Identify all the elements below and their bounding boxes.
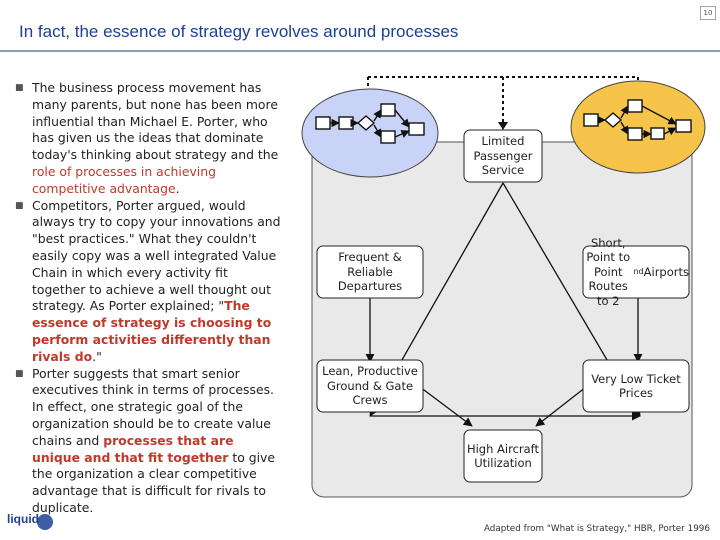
bullet-text: The business process movement has many p… xyxy=(32,80,279,163)
bullet-highlight: role of processes in achieving competiti… xyxy=(32,163,216,196)
node-short-routes: Short, Point to Point Routes to 2nd Airp… xyxy=(586,236,689,308)
bullet-highlight: The essence of strategy is choosing to p… xyxy=(32,298,272,364)
node-frequent-departures: Frequent & Reliable Departures xyxy=(337,250,403,294)
bullet-text: Porter suggests that smart senior execut… xyxy=(32,365,274,448)
left-process-oval xyxy=(301,88,439,178)
source-credit: Adapted from "What is Strategy," HBR, Po… xyxy=(483,524,710,534)
bullet-text: ." xyxy=(92,348,102,364)
title-divider xyxy=(0,50,720,52)
left-process-flow-icon xyxy=(315,103,425,144)
bullet-icon: ■ xyxy=(15,83,24,93)
bullet-text: Competitors, Porter argued, would always… xyxy=(32,197,281,314)
bullet-text: to give the organization a clear competi… xyxy=(32,449,275,515)
bullet-icon: ■ xyxy=(15,368,24,379)
node-high-aircraft-utilization: High Aircraft Utilization xyxy=(466,441,540,471)
bullet-item: ■ Porter suggests that smart senior execu… xyxy=(12,366,284,517)
slide-title: In fact, the essence of strategy revolve… xyxy=(19,22,459,41)
right-process-oval xyxy=(570,80,706,174)
logo: liquid xyxy=(7,512,39,526)
node-lean-crews: Lean, Productive Ground & Gate Crews xyxy=(322,364,418,408)
node-limited-passenger-service: Limited Passenger Service xyxy=(473,134,533,178)
connector-arrowhead xyxy=(498,122,508,130)
node-low-ticket-prices: Very Low Ticket Prices xyxy=(591,371,681,401)
bullet-highlight: processes that are unique and that fit t… xyxy=(32,432,234,465)
bullet-item: ■ Competitors, Porter argued, would alway… xyxy=(12,198,284,366)
bullet-list: ■ The business process movement has many … xyxy=(12,80,284,517)
logo-icon xyxy=(37,514,53,530)
bullet-icon: ■ xyxy=(15,200,24,211)
node-boxes xyxy=(316,129,690,483)
bullet-item: ■ The business process movement has many … xyxy=(12,80,284,198)
page-number: 10 xyxy=(700,6,716,20)
right-process-flow-icon xyxy=(583,99,692,141)
bullet-text: . xyxy=(175,180,180,196)
